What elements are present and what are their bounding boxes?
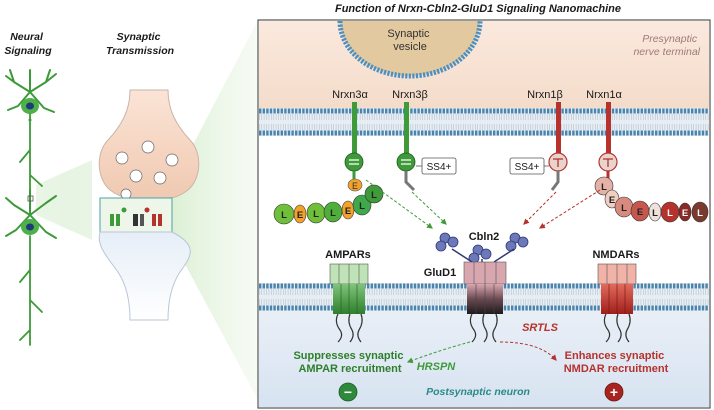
- gluD1-receptor: GluD1: [424, 261, 507, 343]
- nmdar-receptor: NMDARs: [592, 249, 640, 343]
- svg-text:L: L: [371, 190, 377, 201]
- svg-text:SS4+: SS4+: [515, 162, 540, 173]
- gluD1-label: GluD1: [424, 267, 456, 279]
- svg-text:+: +: [610, 384, 618, 400]
- svg-text:L: L: [313, 209, 319, 220]
- neural-signaling-label: Neural Signaling: [4, 31, 52, 57]
- postsynaptic-dendrite: [98, 231, 191, 321]
- svg-text:L: L: [359, 201, 365, 212]
- svg-text:E: E: [345, 206, 351, 217]
- nrxn1a-label: Nrxn1α: [586, 89, 622, 101]
- presynaptic-label: Presynaptic nerve terminal: [633, 33, 700, 58]
- svg-text:E: E: [609, 195, 615, 206]
- srtls-arrow: [499, 341, 557, 361]
- zoom-cone-neuron: [36, 160, 92, 240]
- synaptic-vesicle: Synaptic vesicle: [337, 20, 483, 79]
- nrxn3b-protein: [396, 102, 416, 192]
- svg-text:Synaptic vesicle: Synaptic vesicle: [387, 28, 432, 53]
- srtls-label: SRTLS: [522, 322, 559, 334]
- nrxn1b-label: Nrxn1β: [527, 89, 563, 101]
- svg-text:L: L: [697, 208, 703, 219]
- neuron-panel: Neural Signaling: [4, 31, 92, 346]
- nmdars-label: NMDARs: [592, 249, 639, 261]
- svg-text:E: E: [637, 207, 643, 218]
- cbln2-label: Cbln2: [469, 231, 500, 243]
- svg-text:E: E: [352, 181, 358, 191]
- svg-text:L: L: [330, 208, 336, 219]
- svg-text:L: L: [621, 203, 627, 214]
- hrspn-label: HRSPN: [417, 361, 457, 373]
- nrxn1a-protein: [598, 102, 618, 180]
- neuron-top: [5, 69, 57, 191]
- svg-text:L: L: [652, 208, 658, 219]
- cbln2-complex: Cbln2: [435, 231, 529, 266]
- svg-text:−: −: [344, 384, 352, 400]
- nrxn3b-label: Nrxn3β: [392, 89, 428, 101]
- nrxn3a-domain-chain: L E L L E L L: [273, 184, 384, 225]
- svg-text:L: L: [281, 210, 287, 221]
- presynaptic-membrane: [259, 108, 709, 136]
- plus-badge: +: [604, 382, 624, 402]
- ss4-tag-right: SS4+: [509, 157, 549, 175]
- nrxn3a-label: Nrxn3α: [332, 89, 368, 101]
- ampar-receptor: AMPARs: [325, 249, 371, 343]
- suppresses-text: Suppresses synaptic AMPAR recruitment: [293, 350, 406, 375]
- vesicles: [115, 140, 179, 200]
- ss4-tag-left: SS4+: [416, 157, 457, 175]
- svg-text:E: E: [297, 210, 303, 221]
- postsynaptic-label: Postsynaptic neuron: [426, 386, 530, 398]
- figure-title: Function of Nrxn-Cbln2-GluD1 Signaling N…: [335, 3, 621, 15]
- synapse-panel: Synaptic Transmission: [98, 20, 258, 400]
- svg-text:L: L: [667, 208, 673, 219]
- binding-arrows: [365, 179, 601, 229]
- ampars-label: AMPARs: [325, 249, 371, 261]
- svg-text:L: L: [601, 182, 607, 193]
- synaptic-transmission-label: Synaptic Transmission: [106, 31, 174, 57]
- hrspn-arrow: [406, 341, 471, 364]
- nrxn1a-domain-chain: L E L E L L E L: [594, 176, 709, 223]
- svg-text:SS4+: SS4+: [427, 162, 452, 173]
- nrxn1b-protein: [548, 102, 568, 191]
- nanomachine-panel: Function of Nrxn-Cbln2-GluD1 Signaling N…: [257, 3, 711, 409]
- zoom-cone-synapse: [172, 20, 258, 400]
- minus-badge: −: [338, 382, 358, 402]
- svg-text:E: E: [682, 208, 688, 219]
- nrxn3a-protein: E: [344, 102, 364, 192]
- enhances-text: Enhances synaptic NMDAR recruitment: [564, 350, 669, 375]
- neuron-bottom: [5, 189, 57, 346]
- nrxn3a-ss4-domain: [347, 178, 363, 192]
- cleft-proteins: [110, 207, 162, 226]
